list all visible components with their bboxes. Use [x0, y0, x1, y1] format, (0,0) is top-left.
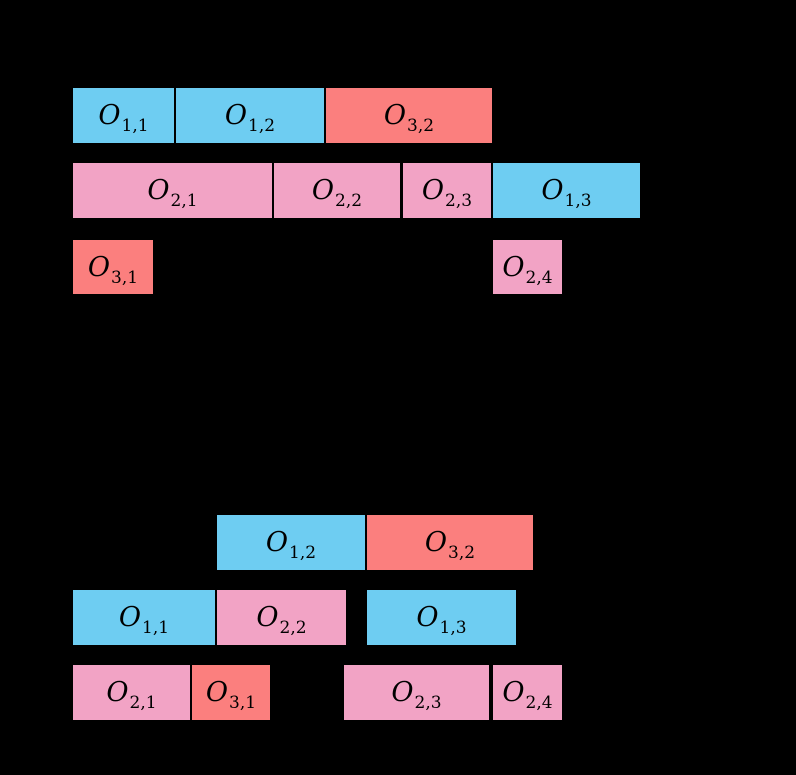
bar-a-o12: O1,2: [176, 88, 324, 143]
bar-label: O1,1: [98, 100, 149, 136]
bar-label: O1,1: [118, 602, 170, 638]
bar-a-o31: O3,1: [73, 240, 153, 294]
bar-label: O1,2: [224, 100, 276, 136]
bar-label: O1,3: [541, 175, 592, 211]
bar-label: O2,4: [502, 251, 553, 288]
bar-label: O2,1: [147, 175, 198, 211]
bar-a-o21: O2,1: [73, 163, 272, 218]
bar-label: O1,2: [265, 527, 317, 563]
bar-b-o23: O2,3: [344, 665, 489, 720]
bar-label: O2,3: [391, 677, 442, 713]
bar-label: O2,4: [502, 677, 553, 713]
bar-b-o21: O2,1: [73, 665, 190, 720]
bar-a-o32: O3,2: [326, 88, 492, 143]
bar-label: O2,1: [106, 677, 157, 713]
bar-b-o22: O2,2: [217, 590, 346, 645]
bar-b-o32: O3,2: [367, 515, 533, 570]
bar-label: O2,2: [311, 175, 363, 211]
bar-b-o13: O1,3: [367, 590, 516, 645]
bar-label: O3,2: [383, 100, 435, 136]
bar-a-o11: O1,1: [73, 88, 174, 143]
bar-label: O2,3: [421, 175, 473, 211]
bar-label: O3,1: [87, 251, 139, 288]
bar-a-o22: O2,2: [274, 163, 400, 218]
bar-label: O2,2: [256, 602, 307, 638]
bar-a-o13: O1,3: [493, 163, 640, 218]
bar-label: O3,1: [205, 677, 257, 713]
bar-label: O1,3: [416, 602, 467, 638]
bar-label: O3,2: [424, 527, 476, 563]
bar-a-o23: O2,3: [403, 163, 491, 218]
bar-b-o11: O1,1: [73, 590, 215, 645]
bar-b-o12: O1,2: [217, 515, 365, 570]
bar-b-o24: O2,4: [493, 665, 562, 720]
bar-b-o31: O3,1: [192, 665, 270, 720]
bar-a-o24: O2,4: [493, 240, 562, 294]
